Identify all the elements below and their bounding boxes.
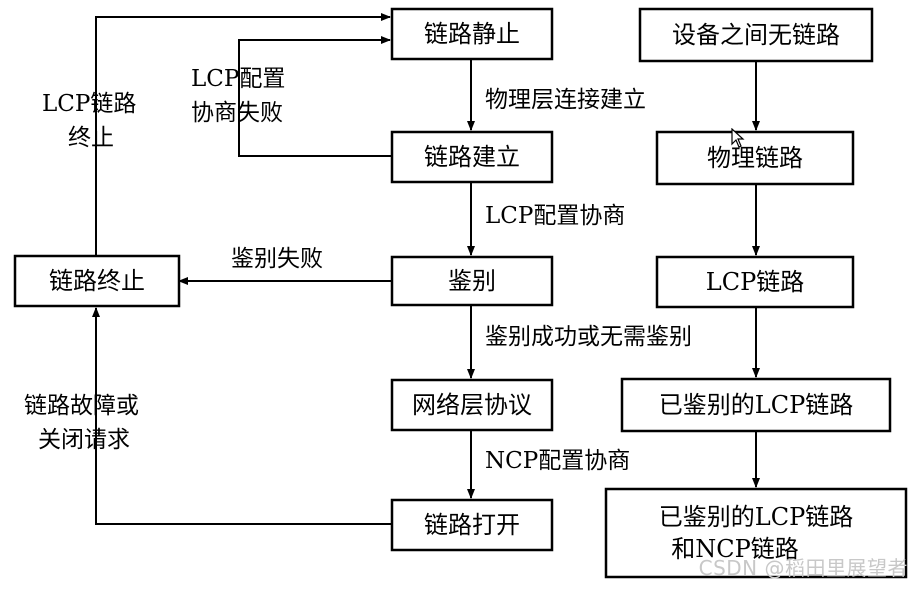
node-final-label-line2: 和NCP链路: [671, 535, 799, 563]
node-no-link-label: 设备之间无链路: [672, 21, 840, 49]
watermark: CSDN @稻田里展望者: [698, 556, 908, 580]
edge-terminate-to-dead: [95, 13, 391, 256]
node-link-establish: 链路建立: [390, 130, 554, 184]
label-lcp-terminate-line1: LCP链路: [42, 91, 136, 117]
label-auth-success: 鉴别成功或无需鉴别: [485, 324, 692, 350]
node-lcp-link-label: LCP链路: [706, 268, 804, 296]
node-link-establish-label: 链路建立: [424, 143, 520, 171]
node-link-open-label: 链路打开: [424, 511, 520, 539]
label-lcp-fail-line2: 协商失败: [191, 100, 283, 126]
node-lcp-link: LCP链路: [655, 255, 855, 309]
label-fault-line1: 链路故障或: [24, 393, 139, 419]
label-auth-failed: 鉴别失败: [231, 246, 323, 272]
node-physical-link: 物理链路: [655, 130, 855, 186]
node-link-terminate-label: 链路终止: [49, 267, 145, 295]
label-lcp-fail-line1: LCP配置: [191, 66, 285, 92]
edge-lcp-fail-to-dead: [238, 36, 392, 157]
node-authenticate: 鉴别: [390, 255, 554, 307]
node-network-protocol: 网络层协议: [390, 378, 554, 432]
label-physical-established: 物理层连接建立: [485, 87, 646, 113]
node-link-open: 链路打开: [390, 498, 554, 552]
label-fault-line2: 关闭请求: [38, 427, 130, 453]
node-authenticated-lcp-link: 已鉴别的LCP链路: [620, 377, 892, 433]
node-authenticated-lcp-ncp-link: 已鉴别的LCP链路 和NCP链路: [604, 487, 908, 579]
label-ncp-negotiation: NCP配置协商: [485, 448, 630, 474]
node-physical-link-label: 物理链路: [707, 144, 803, 172]
edge-open-to-terminate: [92, 307, 392, 525]
node-link-dead-label: 链路静止: [424, 20, 520, 48]
node-authenticate-label: 鉴别: [448, 267, 496, 295]
node-final-label-line1: 已鉴别的LCP链路: [659, 503, 853, 531]
node-authenticated-lcp-link-label: 已鉴别的LCP链路: [659, 391, 853, 419]
node-link-terminate: 链路终止: [13, 254, 181, 308]
label-lcp-terminate-line2: 终止: [68, 125, 114, 151]
node-network-protocol-label: 网络层协议: [412, 391, 532, 419]
mouse-pointer-icon: [731, 128, 745, 148]
node-no-link: 设备之间无链路: [638, 7, 874, 63]
node-link-dead: 链路静止: [390, 7, 554, 61]
label-lcp-negotiation: LCP配置协商: [485, 203, 625, 229]
